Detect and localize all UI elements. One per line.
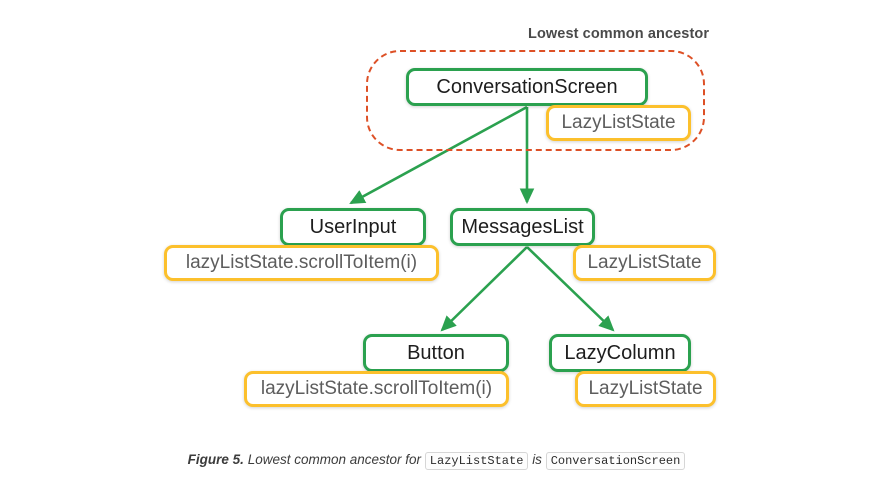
figure-number: Figure 5. [187, 452, 244, 467]
caption-code-lazyliststate: LazyListState [424, 452, 529, 470]
caption-code-conversationscreen: ConversationScreen [545, 452, 686, 470]
figure-caption: Figure 5. Lowest common ancestor for Laz… [0, 452, 873, 470]
state-badge-button[interactable]: lazyListState.scrollToItem(i) [244, 371, 509, 407]
state-badge-userinput[interactable]: lazyListState.scrollToItem(i) [164, 245, 439, 281]
node-lazycolumn[interactable]: LazyColumn [549, 334, 691, 372]
figure-diagram: Lowest common ancestor ConversationScree… [164, 26, 716, 407]
node-messageslist[interactable]: MessagesList [450, 208, 595, 246]
edge-messageslist-button [440, 246, 528, 332]
node-userinput[interactable]: UserInput [280, 208, 426, 246]
state-badge-messageslist[interactable]: LazyListState [573, 245, 716, 281]
state-badge-conversationscreen[interactable]: LazyListState [546, 105, 691, 141]
state-badge-lazycolumn[interactable]: LazyListState [575, 371, 716, 407]
node-button[interactable]: Button [363, 334, 509, 372]
lowest-common-ancestor-label: Lowest common ancestor [528, 26, 710, 42]
caption-text-middle: is [532, 452, 542, 467]
caption-text-before: Lowest common ancestor for [247, 452, 422, 467]
node-conversationscreen[interactable]: ConversationScreen [406, 68, 648, 106]
lowest-common-ancestor-region [366, 50, 705, 151]
